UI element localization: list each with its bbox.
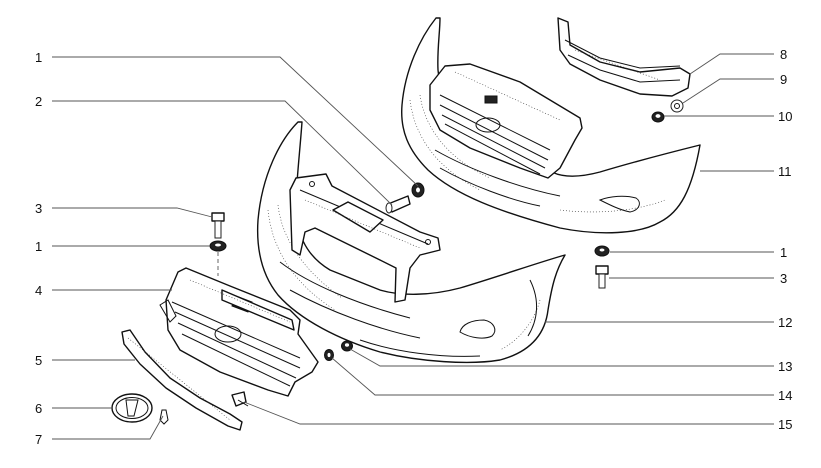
callout-3-left: 3	[35, 201, 42, 216]
callout-4: 4	[35, 283, 42, 298]
washer-1-top	[411, 182, 425, 198]
callout-5: 5	[35, 353, 42, 368]
molding-strip	[121, 329, 243, 431]
callout-1-top: 1	[35, 50, 42, 65]
bolt-3-right	[595, 265, 609, 289]
callout-6: 6	[35, 401, 42, 416]
callout-8: 8	[780, 47, 787, 62]
nut-10	[651, 111, 665, 123]
bolt-3-left	[211, 212, 225, 239]
front-bumper	[256, 121, 566, 364]
leader-lines	[52, 53, 774, 440]
callout-15: 15	[778, 417, 792, 432]
callout-2: 2	[35, 94, 42, 109]
callout-7: 7	[35, 432, 42, 447]
clip-15	[231, 391, 249, 407]
callout-1-right: 1	[780, 245, 787, 260]
callout-14: 14	[778, 388, 792, 403]
callout-13: 13	[778, 359, 792, 374]
washer-1-right	[594, 245, 610, 257]
nut-13	[341, 340, 353, 352]
clip-7	[159, 409, 169, 425]
callout-11: 11	[778, 164, 792, 179]
washer-9	[670, 99, 684, 113]
radiator-grille	[159, 267, 319, 397]
callout-labels: 1 2 3 1 4 5 6 7 8 9 10 11 1 3 12 13 14 1…	[35, 47, 792, 447]
bumper-mount-frame	[289, 173, 441, 303]
washer-14	[324, 349, 334, 361]
bumper-assembly-upper	[401, 17, 701, 234]
callout-12: 12	[778, 315, 792, 330]
callout-3-right: 3	[780, 271, 787, 286]
emblem	[111, 393, 153, 423]
callout-10: 10	[778, 109, 792, 124]
callout-1-left: 1	[35, 239, 42, 254]
bumper-reinforcement	[557, 17, 691, 97]
callout-9: 9	[780, 72, 787, 87]
bolt-2	[385, 195, 411, 214]
washer-1-left	[209, 240, 227, 252]
